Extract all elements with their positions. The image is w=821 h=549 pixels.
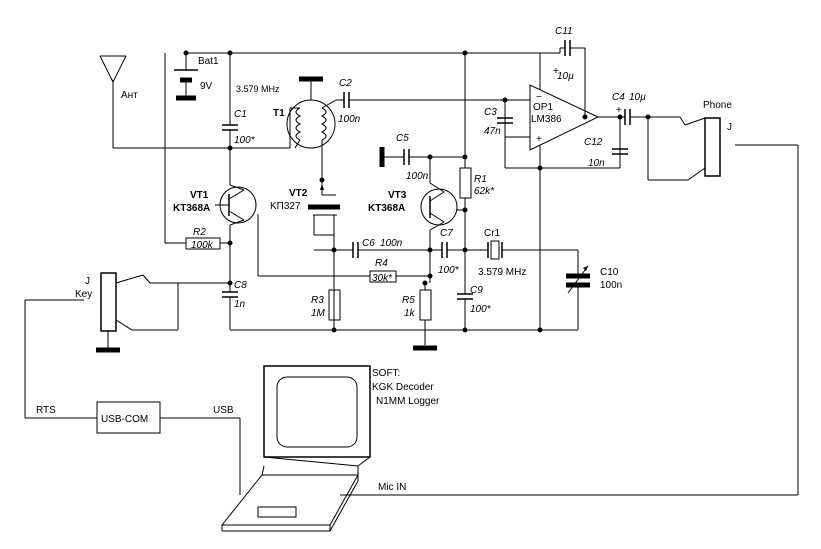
c7-capacitor <box>441 242 448 258</box>
freq-top-label: 3.579 MHz <box>236 84 280 94</box>
bat-label: Bat1 <box>198 56 219 67</box>
op1-label: OP1 <box>533 102 553 113</box>
c1-label: C1 <box>234 109 247 120</box>
vt1-label: VT1 <box>190 190 209 201</box>
op-plus: + <box>536 134 542 145</box>
c4-capacitor <box>624 109 631 125</box>
c4-value: 10µ <box>629 92 646 103</box>
op1-amplifier <box>529 84 600 151</box>
laptop-icon <box>220 365 371 532</box>
usb-label: USB <box>213 405 234 416</box>
c6-label: C6 <box>362 238 375 249</box>
t1-transformer <box>286 76 337 180</box>
soft-title: SOFT: <box>372 368 400 379</box>
c4-label: C4 <box>612 92 625 103</box>
cr1-label: Cr1 <box>484 228 501 239</box>
vt2-type: KП327 <box>270 201 301 212</box>
r1-resistor <box>459 167 472 199</box>
c3-capacitor <box>497 117 513 124</box>
vt2-fet <box>308 180 340 320</box>
rts-label: RTS <box>36 405 56 416</box>
c1-value: 100* <box>234 135 256 146</box>
r3-label: R3 <box>311 295 324 306</box>
c11-label: C11 <box>555 26 573 37</box>
c9-label: C9 <box>470 285 483 296</box>
c5-capacitor <box>403 149 410 165</box>
vt1-transistor <box>215 184 257 226</box>
c11-capacitor <box>564 40 571 56</box>
key-j-label: J <box>85 276 90 287</box>
r3-value: 1M <box>311 308 326 319</box>
mic-in-label: Mic IN <box>378 482 406 493</box>
soft-item-2: N1MM Logger <box>376 396 440 407</box>
phone-jack <box>647 116 721 181</box>
r2-value: 100k <box>191 240 214 251</box>
op-minus: − <box>536 92 542 103</box>
c8-label: C8 <box>234 280 247 291</box>
vt2-label: VT2 <box>289 188 308 199</box>
r5-resistor <box>419 289 432 321</box>
vt1-type: KT368A <box>173 203 210 214</box>
c5-value: 100n <box>406 171 429 182</box>
c7-label: C7 <box>440 228 453 239</box>
c5-label: C5 <box>396 133 409 144</box>
c7-value: 100* <box>438 265 460 276</box>
vt3-transistor <box>420 157 465 283</box>
c4-plus: + <box>616 105 622 116</box>
c6-capacitor <box>352 242 359 258</box>
vt3-type: KT368A <box>368 203 405 214</box>
c10-label: C10 <box>600 267 619 278</box>
key-label: Key <box>75 289 92 300</box>
c8-capacitor <box>222 291 238 298</box>
cr1-crystal <box>487 240 503 260</box>
c2-capacitor <box>343 92 350 108</box>
t1-label: T1 <box>273 108 285 119</box>
antenna-symbol <box>99 55 127 148</box>
r5-label: R5 <box>402 295 415 306</box>
bat-voltage-label: 9V <box>200 81 213 92</box>
c10-value: 100n <box>600 280 622 291</box>
c8-value: 1n <box>234 299 246 310</box>
c3-value: 47n <box>484 126 501 137</box>
cr1-value: 3.579 MHz <box>478 267 526 278</box>
soft-item-1: KGK Decoder <box>372 382 434 393</box>
c6-value: 100n <box>380 238 403 249</box>
c11-plus: + <box>553 66 559 77</box>
r4-label: R4 <box>375 258 388 269</box>
c2-label: C2 <box>339 78 352 89</box>
c3-label: C3 <box>484 107 497 118</box>
antenna-label: Ант <box>121 90 138 101</box>
phone-j-label: J <box>727 122 732 133</box>
usb-com-label: USB-COM <box>101 414 148 425</box>
r2-label: R2 <box>193 227 206 238</box>
c12-label: C12 <box>584 137 603 148</box>
c11-value: 10µ <box>557 71 574 82</box>
c12-capacitor <box>612 148 628 155</box>
c10-trimmer <box>566 250 590 330</box>
c2-value: 100n <box>338 114 361 125</box>
battery-symbol <box>174 69 198 101</box>
c9-value: 100* <box>470 304 492 315</box>
r4-value: 30k* <box>372 273 393 284</box>
r1-value: 62k* <box>474 186 495 197</box>
r5-value: 1k <box>404 308 416 319</box>
vt3-label: VT3 <box>388 190 407 201</box>
c12-value: 10n <box>588 158 605 169</box>
junction-dots <box>183 50 651 333</box>
key-jack <box>96 272 230 353</box>
op1-type: LM386 <box>531 114 562 125</box>
phone-label: Phone <box>703 100 732 111</box>
r1-label: R1 <box>474 174 487 185</box>
c1-capacitor <box>222 110 238 148</box>
